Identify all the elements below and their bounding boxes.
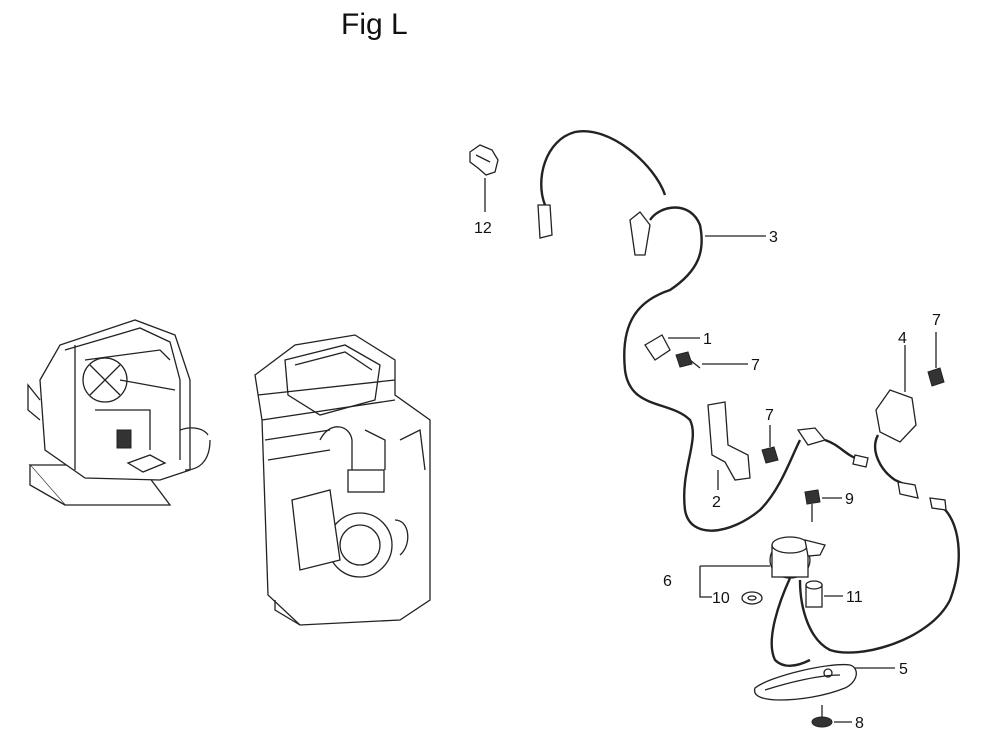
callout-10: 10 (712, 590, 730, 607)
callout-12: 12 (474, 220, 492, 237)
part-4-module (873, 345, 919, 499)
callout-1: 1 (703, 331, 712, 348)
part-7-bolt-b (761, 425, 779, 464)
callout-8: 8 (855, 715, 864, 732)
part-8-screw (811, 705, 852, 728)
engine-rear-view (27, 319, 211, 506)
callout-4: 4 (898, 330, 907, 347)
part-2-bracket (707, 401, 751, 490)
part-5-plate (753, 663, 895, 701)
part-1-plate (644, 334, 700, 361)
callout-7a: 7 (751, 357, 760, 374)
callout-7c: 7 (932, 312, 941, 329)
part-9-bolt (804, 489, 842, 522)
callout-11: 11 (846, 589, 863, 606)
callout-5: 5 (899, 661, 908, 678)
engine-front-view (254, 334, 431, 626)
figure-title: Fig L (341, 8, 408, 41)
callout-7b: 7 (765, 407, 774, 424)
callout-6: 6 (663, 573, 672, 590)
callout-3: 3 (769, 229, 778, 246)
part-12-clip (469, 144, 499, 212)
part-6-switch (699, 497, 960, 667)
callout-2: 2 (712, 494, 721, 511)
part-10-washer (741, 591, 763, 605)
callout-9: 9 (845, 491, 854, 508)
part-11-sleeve (805, 580, 843, 608)
part-3-wire-harness (537, 130, 869, 532)
part-7-bolt-a (675, 351, 748, 369)
part-7-bolt-c (927, 332, 945, 387)
